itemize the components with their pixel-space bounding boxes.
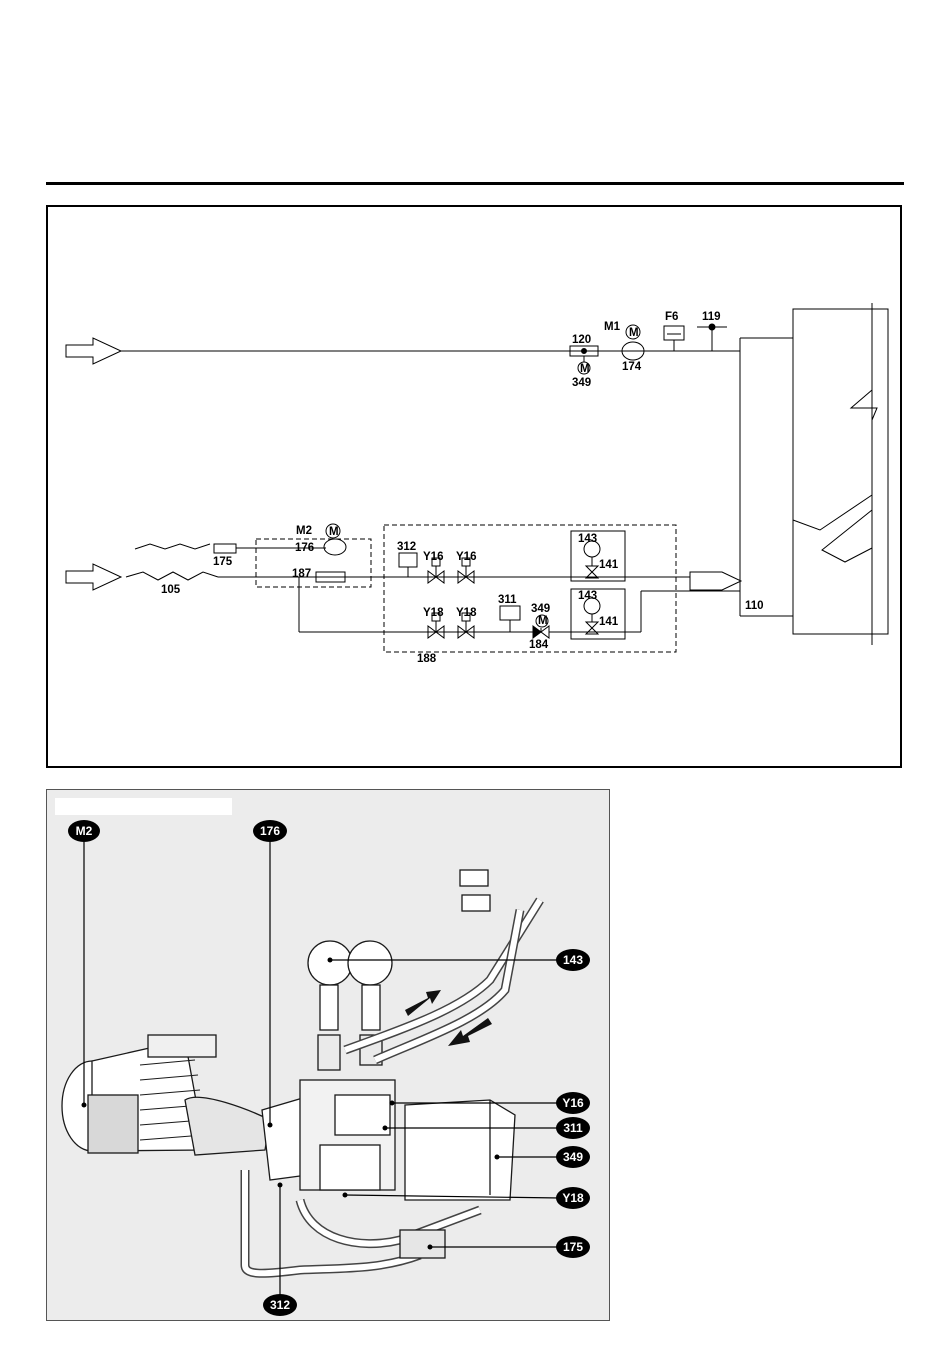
callout-312: 312 [263,1294,297,1316]
solenoid-y16 [335,1095,390,1135]
pipe-outlet-2 [375,910,520,1060]
callout-y18-text: Y18 [562,1191,584,1205]
callout-349: 349 [556,1146,590,1168]
callout-y16: Y16 [556,1092,590,1114]
callout-312-text: 312 [270,1298,290,1312]
filter-175 [400,1230,445,1258]
callout-176: 176 [253,820,287,842]
callout-176-text: 176 [260,824,280,838]
callout-175-text: 175 [563,1240,583,1254]
callout-175: 175 [556,1236,590,1258]
fitting-top-1 [460,870,488,886]
callout-y16-text: Y16 [562,1096,584,1110]
callout-m2: M2 [68,820,100,842]
gauge-143-left [308,941,352,985]
callout-311-text: 311 [563,1121,583,1135]
callout-311: 311 [556,1117,590,1139]
callout-143: 143 [556,949,590,971]
solenoid-y18 [320,1145,380,1190]
gauge-143-right [348,941,392,985]
control-box-349 [405,1100,515,1200]
callout-y18: Y18 [556,1187,590,1209]
callout-143-text: 143 [563,953,583,967]
callout-m2-text: M2 [76,824,93,838]
callout-349-text: 349 [563,1150,583,1164]
fitting-top-2 [462,895,490,911]
motor-terminal-box [88,1095,138,1153]
